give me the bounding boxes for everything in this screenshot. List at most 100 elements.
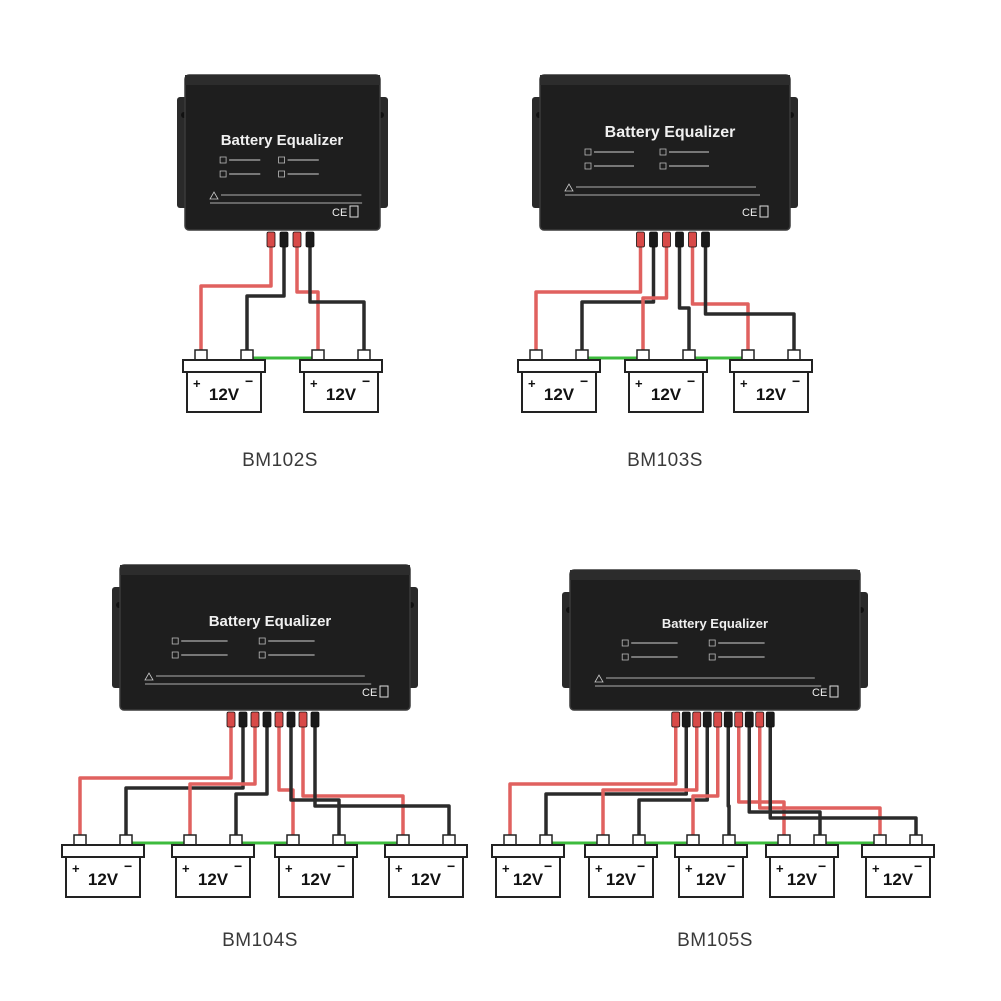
check-mark-icon [621,639,629,647]
check-mark-icon [258,651,266,659]
connector-pin-red [692,711,702,728]
check-mark-icon [278,156,286,164]
connector-pins-bm104s [226,711,320,728]
battery-body [733,371,809,413]
check-mark-icon [219,156,227,164]
battery-voltage: 12V [411,870,442,889]
ce-mark: CE [332,207,347,219]
red-wire [78,726,233,835]
connector-pin-red [688,231,697,248]
red-wire [199,246,273,350]
battery-plus: + [685,861,693,876]
spec-line [229,173,261,175]
check-mark-icon [621,653,629,661]
battery-voltage: 12V [883,870,914,889]
battery-body [495,856,561,898]
connector-pin-black [238,711,248,728]
red-wire [534,246,643,350]
weee-bin-icon [379,685,389,698]
warning-line [595,685,822,687]
battery-body [588,856,654,898]
device-title: Battery Equalizer [662,616,768,631]
black-wire [544,726,688,835]
battery-plus: + [595,861,603,876]
connector-pin-black [649,231,658,248]
battery-voltage: 12V [606,870,637,889]
connector-pin-red [755,711,765,728]
battery-body [388,856,464,898]
terminal-negative [632,834,646,846]
battery-minus: − [234,858,242,874]
wires-bm105s [508,726,918,845]
warning-icon [144,672,154,681]
battery-minus: − [362,373,370,389]
connector-pin-red [250,711,260,728]
terminal-negative [575,349,589,361]
terminal-positive [873,834,887,846]
spec-line [669,165,709,167]
model-label-bm105s: BM105S [677,930,753,951]
battery-voltage: 12V [209,385,240,404]
battery-bm105s-5: + −12V [861,834,935,898]
battery-body [678,856,744,898]
battery-plus: + [310,376,318,391]
black-wire [580,246,656,350]
ce-mark: CE [812,687,827,699]
battery-lid [584,844,658,858]
red-wire [508,726,678,835]
battery-bm104s-3: +−12V [274,834,358,898]
battery-voltage: 12V [513,870,544,889]
check-mark-icon [171,637,179,645]
red-wire [301,726,405,835]
device-body [184,74,381,231]
terminal-positive [596,834,610,846]
wires-bm103s [534,246,796,360]
battery-bm104s-4: +−12V [384,834,468,898]
battery-plus: + [193,376,201,391]
terminal-positive [194,349,208,361]
check-mark-icon [708,639,716,647]
red-wire [690,246,750,350]
battery-bm102s-1: +−12V [182,349,266,413]
warning-line [221,194,362,196]
check-mark-icon [219,170,227,178]
connector-pin-red [713,711,723,728]
black-wire [313,726,451,835]
battery-minus: − [914,858,922,874]
battery-body [303,371,379,413]
check-mark-icon [584,148,592,156]
terminal-positive [183,834,197,846]
black-wire [677,246,691,350]
red-wire [277,726,295,835]
battery-body [175,856,251,898]
terminal-positive [529,349,543,361]
warning-line [145,683,372,685]
battery-plus: + [395,861,403,876]
terminal-positive [686,834,700,846]
battery-lid [182,359,266,373]
terminal-positive [286,834,300,846]
terminal-negative [787,349,801,361]
battery-plus: + [72,861,80,876]
check-mark-icon [659,148,667,156]
battery-voltage: 12V [301,870,332,889]
battery-plus: + [872,861,880,876]
spec-line [181,640,228,642]
battery-plus: + [740,376,748,391]
spec-line [287,159,319,161]
connector-pin-red [274,711,284,728]
model-label-bm104s: BM104S [222,930,298,951]
battery-bm105s-1: +−12V [491,834,565,898]
battery-voltage: 12V [88,870,119,889]
black-wire [124,726,245,835]
check-mark-icon [708,653,716,661]
connector-pin-black [279,231,289,248]
battery-bm103s-3: +−12V [729,349,813,413]
battery-body [278,856,354,898]
terminal-negative [119,834,133,846]
